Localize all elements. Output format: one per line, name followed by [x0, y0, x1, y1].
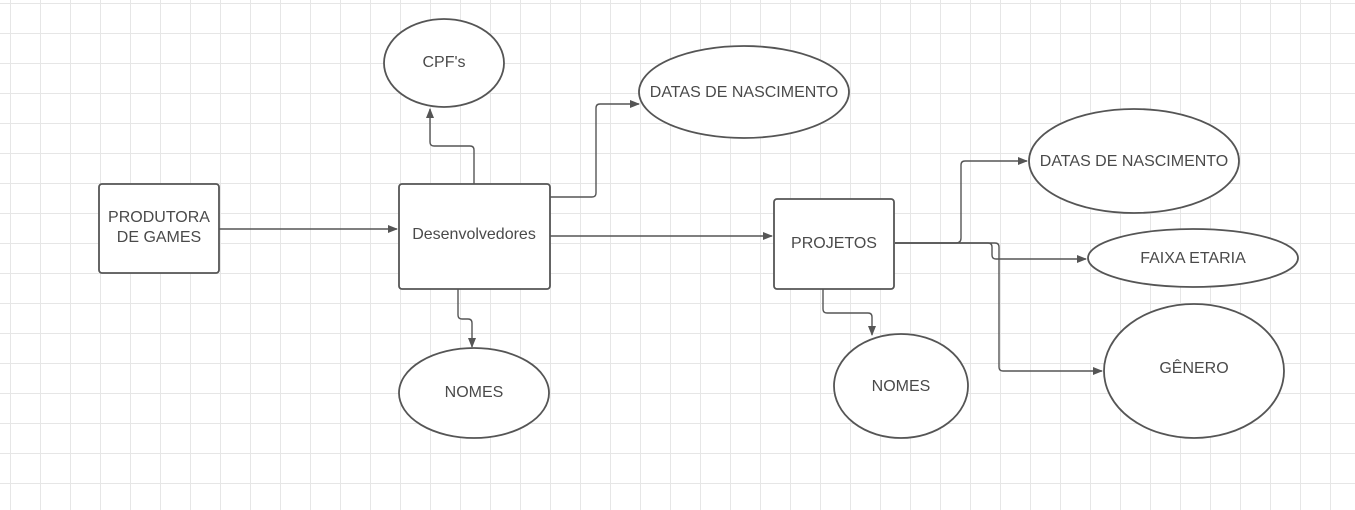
node-produtora-label-line2: DE GAMES [117, 229, 201, 246]
node-proj-genero[interactable]: GÊNERO [1103, 303, 1285, 439]
node-proj-datas-nascimento[interactable]: DATAS DE NASCIMENTO [1028, 108, 1240, 214]
node-dev-nomes-label: NOMES [445, 384, 504, 401]
node-proj-faixa-etaria[interactable]: FAIXA ETARIA [1087, 228, 1299, 288]
node-dev-nomes[interactable]: NOMES [398, 347, 550, 439]
node-cpfs[interactable]: CPF's [383, 18, 505, 108]
node-proj-datas-nascimento-label: DATAS DE NASCIMENTO [1040, 153, 1228, 170]
node-projetos[interactable]: PROJETOS [773, 198, 895, 290]
connector-desenvolvedores-to-datas [550, 100, 640, 198]
node-cpfs-label: CPF's [422, 54, 465, 71]
node-proj-genero-label: GÊNERO [1159, 358, 1228, 377]
node-proj-nomes[interactable]: NOMES [833, 333, 969, 439]
node-produtora-label-line1: PRODUTORA [108, 209, 210, 226]
node-desenvolvedores[interactable]: Desenvolvedores [398, 183, 551, 290]
node-dev-datas-nascimento[interactable]: DATAS DE NASCIMENTO [638, 45, 850, 139]
node-desenvolvedores-label: Desenvolvedores [412, 226, 536, 243]
connectors [219, 100, 1103, 375]
connector-projetos-to-nomes [822, 289, 876, 336]
connector-projetos-to-datas [895, 157, 1028, 244]
connector-projetos-to-genero [895, 242, 1103, 375]
node-produtora[interactable]: PRODUTORA DE GAMES [98, 183, 220, 274]
node-proj-faixa-etaria-label: FAIXA ETARIA [1140, 250, 1246, 267]
node-projetos-label: PROJETOS [791, 235, 877, 252]
node-dev-datas-nascimento-label: DATAS DE NASCIMENTO [650, 84, 838, 101]
node-proj-nomes-label: NOMES [872, 378, 931, 395]
connector-projetos-to-faixa-etaria [895, 242, 1087, 263]
connector-desenvolvedores-to-cpfs [426, 108, 475, 184]
connector-desenvolvedores-to-nomes [457, 289, 476, 348]
